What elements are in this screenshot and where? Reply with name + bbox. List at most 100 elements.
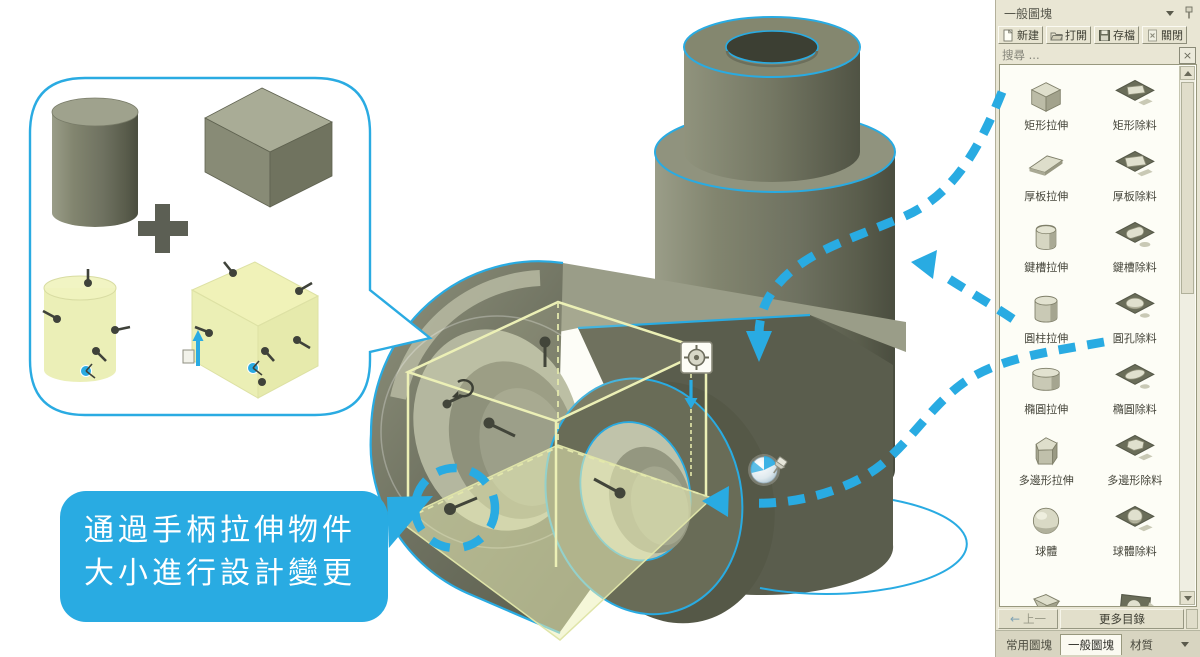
chevron-down-icon[interactable]: [1166, 10, 1174, 16]
callout-yellow-cylinder: [42, 269, 131, 382]
back-button-label: 上一: [1023, 612, 1047, 626]
catalog-item-label: 厚板拉伸: [1024, 190, 1069, 203]
panel-title: 一般圖塊: [1004, 6, 1053, 21]
scroll-down-button[interactable]: [1180, 591, 1195, 605]
search-row: ×: [996, 45, 1200, 65]
tab-common-blocks[interactable]: 常用圖塊: [1006, 637, 1052, 652]
sphere-extrude-icon: [1024, 504, 1068, 542]
speech-text-line2: 大小進行設計變更: [84, 556, 356, 591]
slot-cut-icon: [1113, 220, 1157, 258]
slot-extrude-icon: [1024, 220, 1068, 258]
catalog-item-label: 橢圓拉伸: [1024, 403, 1069, 416]
polygon-cut-icon: [1113, 433, 1157, 471]
nav-stub: [1186, 609, 1198, 629]
close-button-label: 關閉: [1161, 29, 1183, 42]
close-button[interactable]: 關閉: [1142, 26, 1187, 44]
tab-general-blocks[interactable]: 一般圖塊: [1060, 634, 1122, 655]
sphere-cut-icon: [1113, 504, 1157, 542]
save-button[interactable]: 存檔: [1094, 26, 1139, 44]
open-folder-icon: [1050, 29, 1063, 42]
callout-cylinder: [51, 97, 139, 227]
tab-overflow-icon[interactable]: [1181, 634, 1197, 655]
ellipse-extrude-icon: [1024, 362, 1068, 400]
close-file-icon: [1146, 29, 1159, 42]
plus-icon: [138, 204, 188, 253]
catalog-item-rect-extrude[interactable]: 矩形拉伸: [1002, 67, 1091, 138]
panel-toolbar: 新建 打開 存檔 關閉: [996, 24, 1200, 45]
scroll-up-button[interactable]: [1180, 66, 1195, 80]
tab-materials[interactable]: 材質: [1130, 637, 1153, 652]
catalog-item-hole-cut[interactable]: 圓孔除料: [1091, 280, 1180, 351]
save-button-label: 存檔: [1113, 29, 1135, 42]
plate-cut-icon: [1113, 149, 1157, 187]
catalog-item-label: 圓柱拉伸: [1024, 332, 1069, 345]
polygon-extrude-icon: [1024, 433, 1068, 471]
catalog-item-label: 圓孔除料: [1112, 332, 1157, 345]
catalog-item-plate-extrude[interactable]: 厚板拉伸: [1002, 138, 1091, 209]
highlight-dashed-circle: [410, 463, 500, 553]
search-input[interactable]: [1000, 47, 1179, 63]
panel-nav: ← 上一 更多目錄: [996, 608, 1200, 630]
catalog-item-ellipse-extrude[interactable]: 橢圓拉伸: [1002, 351, 1091, 422]
more-catalogs-button[interactable]: 更多目錄: [1060, 609, 1184, 629]
catalog-item-polygon-cut[interactable]: 多邊形除料: [1091, 422, 1180, 493]
speech-bubble: 通過手柄拉伸物件 大小進行設計變更: [60, 491, 433, 622]
catalog-item-ellipse-cut[interactable]: 橢圓除料: [1091, 351, 1180, 422]
scrollbar-thumb[interactable]: [1181, 82, 1194, 294]
catalog-item-sphere-extrude[interactable]: 球體: [1002, 493, 1091, 564]
catalog-item-label: 球體: [1035, 545, 1058, 558]
close-icon: ×: [1182, 48, 1193, 62]
plate-extrude-icon: [1024, 149, 1068, 187]
open-button[interactable]: 打開: [1046, 26, 1091, 44]
catalog-item-label: 橢圓除料: [1112, 403, 1157, 416]
anchor-icon[interactable]: [680, 341, 713, 374]
catalog-item-label: 鍵槽除料: [1112, 261, 1157, 274]
rect-cut-icon: [1113, 78, 1157, 116]
rotate-handle-icon[interactable]: [452, 379, 474, 399]
ellipse-cut-icon: [1113, 362, 1157, 400]
panel-tabs: 常用圖塊 一般圖塊 材質: [996, 630, 1200, 657]
cylinder-extrude-icon: [1024, 291, 1068, 329]
save-disk-icon: [1098, 29, 1111, 42]
resize-handles[interactable]: [442, 336, 626, 516]
callout-yellow-box: [182, 261, 320, 399]
back-button[interactable]: ← 上一: [998, 609, 1058, 629]
panel-titlebar[interactable]: 一般圖塊: [996, 0, 1200, 24]
catalog-grid: 矩形拉伸 矩形除料厚板拉伸 厚板除料鍵槽拉伸 鍵槽除料圓柱拉伸 圓孔除料橢圓拉伸 橢圓除料…: [1002, 67, 1179, 606]
callout-bubble: [28, 76, 433, 417]
callout-box: [204, 87, 333, 208]
cone-extrude-icon: [1024, 591, 1068, 607]
anchor-arrow-icon: [684, 380, 698, 409]
catalog-list: 矩形拉伸 矩形除料厚板拉伸 厚板除料鍵槽拉伸 鍵槽除料圓柱拉伸 圓孔除料橢圓拉伸 橢圓除料…: [999, 64, 1197, 607]
catalog-item-sphere-cut[interactable]: 球體除料: [1091, 493, 1180, 564]
catalog-item-label: 球體除料: [1112, 545, 1157, 558]
catalog-item-cylinder-extrude[interactable]: 圓柱拉伸: [1002, 280, 1091, 351]
catalog-item-cone-extrude[interactable]: [1002, 564, 1091, 607]
open-button-label: 打開: [1065, 29, 1087, 42]
catalog-item-panel-cut[interactable]: [1091, 564, 1180, 607]
catalog-item-label: 矩形除料: [1112, 119, 1157, 132]
catalog-item-label: 矩形拉伸: [1024, 119, 1069, 132]
catalog-item-label: 鍵槽拉伸: [1024, 261, 1069, 274]
scrollbar[interactable]: [1179, 66, 1195, 605]
panel-cut-icon: [1113, 591, 1157, 607]
new-file-icon: [1002, 29, 1015, 42]
pin-icon[interactable]: [1184, 6, 1194, 20]
rect-extrude-icon: [1024, 78, 1068, 116]
catalog-item-rect-cut[interactable]: 矩形除料: [1091, 67, 1180, 138]
catalog-item-slot-cut[interactable]: 鍵槽除料: [1091, 209, 1180, 280]
speech-text-line1: 通過手柄拉伸物件: [84, 513, 356, 548]
hole-cut-icon: [1113, 291, 1157, 329]
catalog-item-label: 多邊形除料: [1107, 474, 1163, 487]
new-button-label: 新建: [1017, 29, 1039, 42]
new-button[interactable]: 新建: [998, 26, 1043, 44]
catalog-item-plate-cut[interactable]: 厚板除料: [1091, 138, 1180, 209]
search-clear-button[interactable]: ×: [1179, 46, 1196, 64]
catalog-item-label: 厚板除料: [1112, 190, 1157, 203]
catalog-item-slot-extrude[interactable]: 鍵槽拉伸: [1002, 209, 1091, 280]
catalog-item-polygon-extrude[interactable]: 多邊形拉伸: [1002, 422, 1091, 493]
catalog-item-label: 多邊形拉伸: [1018, 474, 1074, 487]
